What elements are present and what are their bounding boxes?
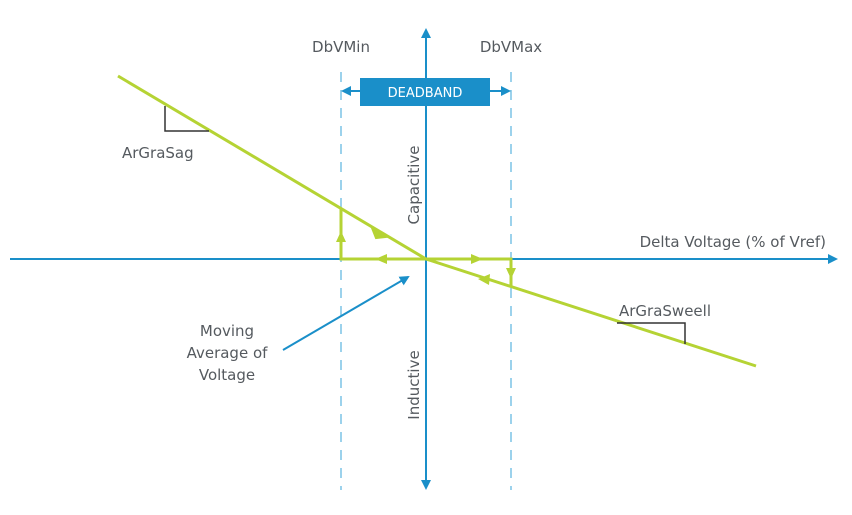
moving-average-label-line2: Average of [187,344,269,362]
capacitive-label: Capacitive [405,146,423,225]
swell-droop-line [425,257,757,368]
argrasag-slope-marker [164,106,209,132]
argrasweell-slope-marker [617,322,686,344]
moving-average-label-line1: Moving [200,322,254,340]
delta-voltage-axis-label: Delta Voltage (% of Vref) [640,233,826,251]
arrowhead-up-left [336,231,346,242]
deadband-label: DEADBAND [388,86,463,101]
dbvmin-label: DbVMin [312,38,370,56]
moving-average-label-line3: Voltage [199,366,255,384]
dbvmax-label: DbVMax [480,38,542,56]
deadband-box [360,78,490,106]
argrasweell-label: ArGraSweell [619,302,711,320]
moving-average-pointer [282,275,410,351]
inductive-label: Inductive [405,350,423,419]
arrowhead-left-mid [375,254,387,264]
arrowhead-swell-line [478,274,490,285]
arrowhead-right-mid [471,254,483,264]
arrowhead-sag-line [369,225,388,240]
argrasag-label: ArGraSag [122,144,194,162]
arrowhead-down-right [506,268,516,279]
sag-droop-line [117,74,427,261]
